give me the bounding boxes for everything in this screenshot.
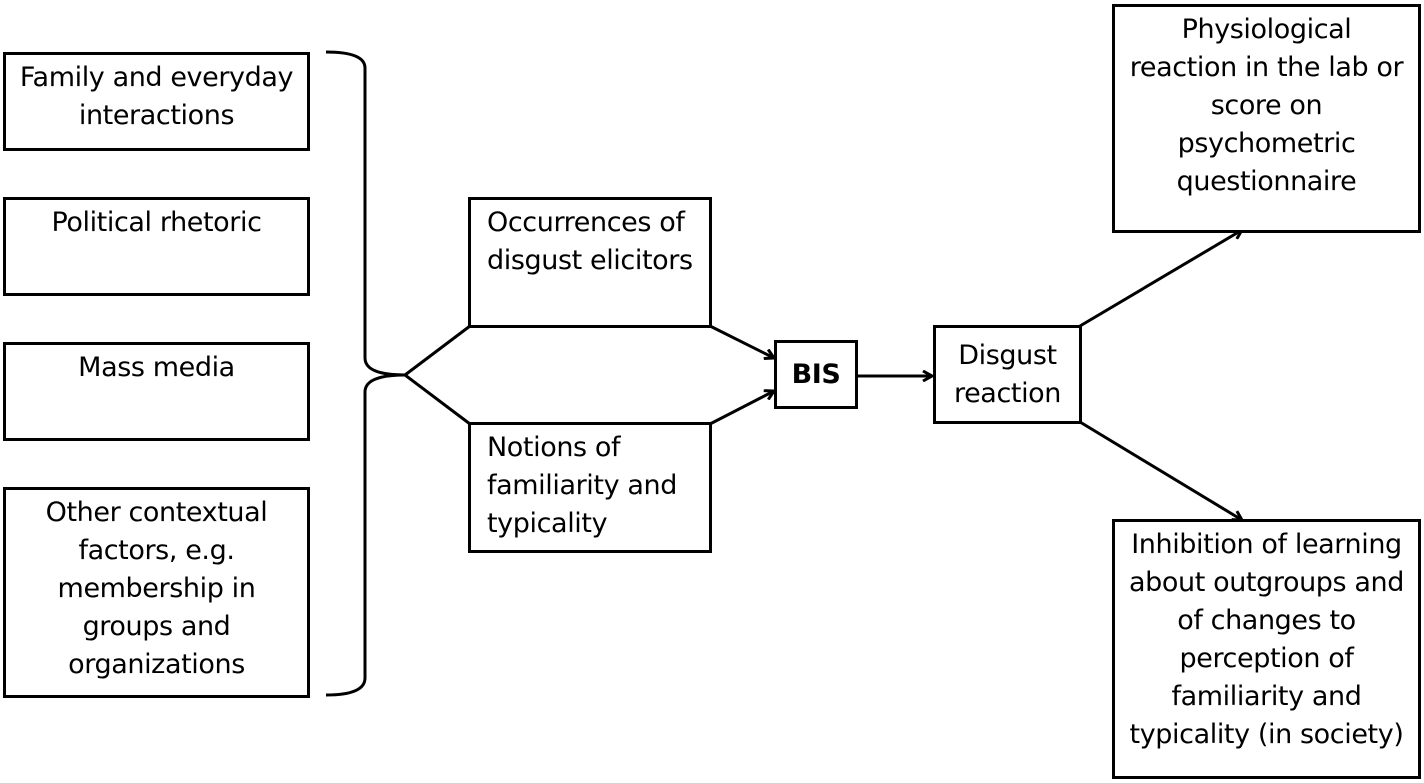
occurrences-to-bis-arrow (709, 324, 774, 358)
inhibition-line-6: typicality (in society) (1129, 719, 1404, 750)
occurrences-line-2: disgust elicitors (487, 245, 693, 276)
notions-line-1: Notions of (487, 432, 621, 463)
inhibition-line-3: of changes to (1177, 605, 1356, 636)
physiological-line-1: Physiological (1181, 14, 1352, 45)
brace-to-notions-line (404, 373, 471, 426)
physiological-box: Physiological reaction in the lab or sco… (1112, 4, 1421, 233)
disgust-to-physiological-arrow (1079, 230, 1242, 328)
inhibition-line-5: familiarity and (1171, 681, 1362, 712)
family-line-2: interactions (78, 100, 235, 131)
disgust-to-inhibition-arrow (1079, 420, 1242, 520)
other-line-1: Other contextual (45, 497, 268, 528)
bis-label: BIS (791, 358, 841, 390)
notions-box: Notions of familiarity and typicality (468, 422, 712, 553)
political-box: Political rhetoric (3, 197, 310, 296)
notions-line-2: familiarity and (487, 470, 677, 501)
physiological-line-5: questionnaire (1176, 166, 1357, 197)
sources-brace (325, 50, 406, 697)
other-factors-box: Other contextual factors, e.g. membershi… (3, 487, 310, 698)
occurrences-line-1: Occurrences of (487, 207, 685, 238)
inhibition-line-1: Inhibition of learning (1131, 529, 1402, 560)
disgust-line-2: reaction (953, 377, 1062, 409)
physiological-line-3: score on (1210, 90, 1323, 121)
inhibition-box: Inhibition of learning about outgroups a… (1112, 519, 1421, 779)
disgust-reaction-box: Disgust reaction (933, 325, 1082, 424)
inhibition-line-2: about outgroups and (1129, 567, 1404, 598)
physiological-line-2: reaction in the lab or (1129, 52, 1404, 83)
notions-to-bis-arrow (709, 391, 774, 426)
other-line-4: groups and (82, 611, 231, 642)
other-line-5: organizations (68, 649, 245, 680)
political-line-1: Political rhetoric (51, 207, 262, 238)
notions-line-3: typicality (487, 508, 608, 539)
media-box: Mass media (3, 342, 310, 441)
media-line-1: Mass media (78, 352, 235, 383)
family-box: Family and everyday interactions (3, 52, 310, 151)
occurrences-box: Occurrences of disgust elicitors (468, 197, 712, 328)
other-line-3: membership in (57, 573, 256, 604)
inhibition-line-4: perception of (1179, 643, 1354, 674)
family-line-1: Family and everyday (19, 62, 294, 93)
brace-to-occurrences-line (404, 324, 471, 377)
disgust-line-1: Disgust (958, 339, 1057, 371)
physiological-line-4: psychometric (1177, 128, 1356, 159)
other-line-2: factors, e.g. (78, 535, 235, 566)
bis-box: BIS (774, 340, 858, 409)
